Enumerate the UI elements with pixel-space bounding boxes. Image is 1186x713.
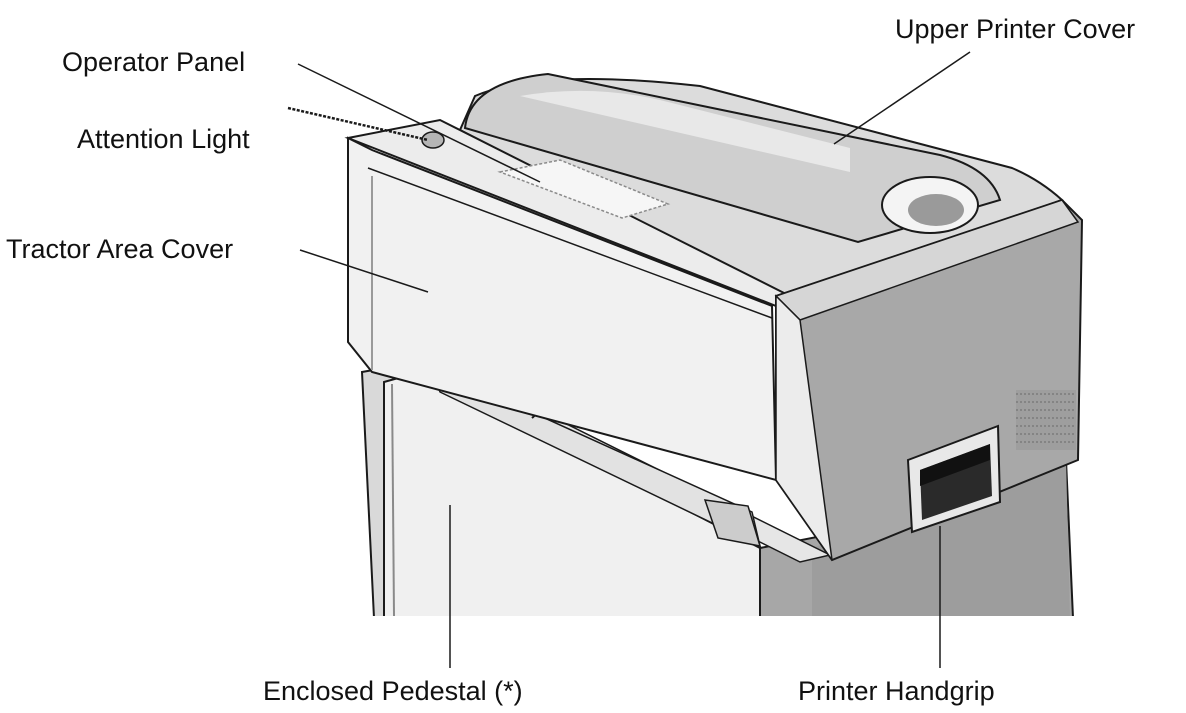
upper-printer-cover <box>463 72 1002 244</box>
label-upper-printer-cover: Upper Printer Cover <box>895 14 1136 44</box>
label-operator-panel: Operator Panel <box>62 47 246 77</box>
operator-panel <box>497 159 671 219</box>
leader-lines <box>287 51 971 668</box>
printer-handgrip <box>906 424 1002 534</box>
attention-light <box>421 131 445 149</box>
leader-operator-panel <box>297 63 541 183</box>
label-enclosed-pedestal: Enclosed Pedestal (*) <box>263 676 523 706</box>
vent-grid <box>1016 390 1076 450</box>
leader-attention-light <box>287 106 429 142</box>
printer-body <box>344 72 1084 562</box>
leader-upper-printer-cover <box>833 51 971 145</box>
label-printer-handgrip: Printer Handgrip <box>798 676 995 706</box>
leader-tractor-area-cover <box>299 249 429 293</box>
label-attention-light: Attention Light <box>77 124 250 154</box>
label-tractor-area-cover: Tractor Area Cover <box>6 234 234 264</box>
